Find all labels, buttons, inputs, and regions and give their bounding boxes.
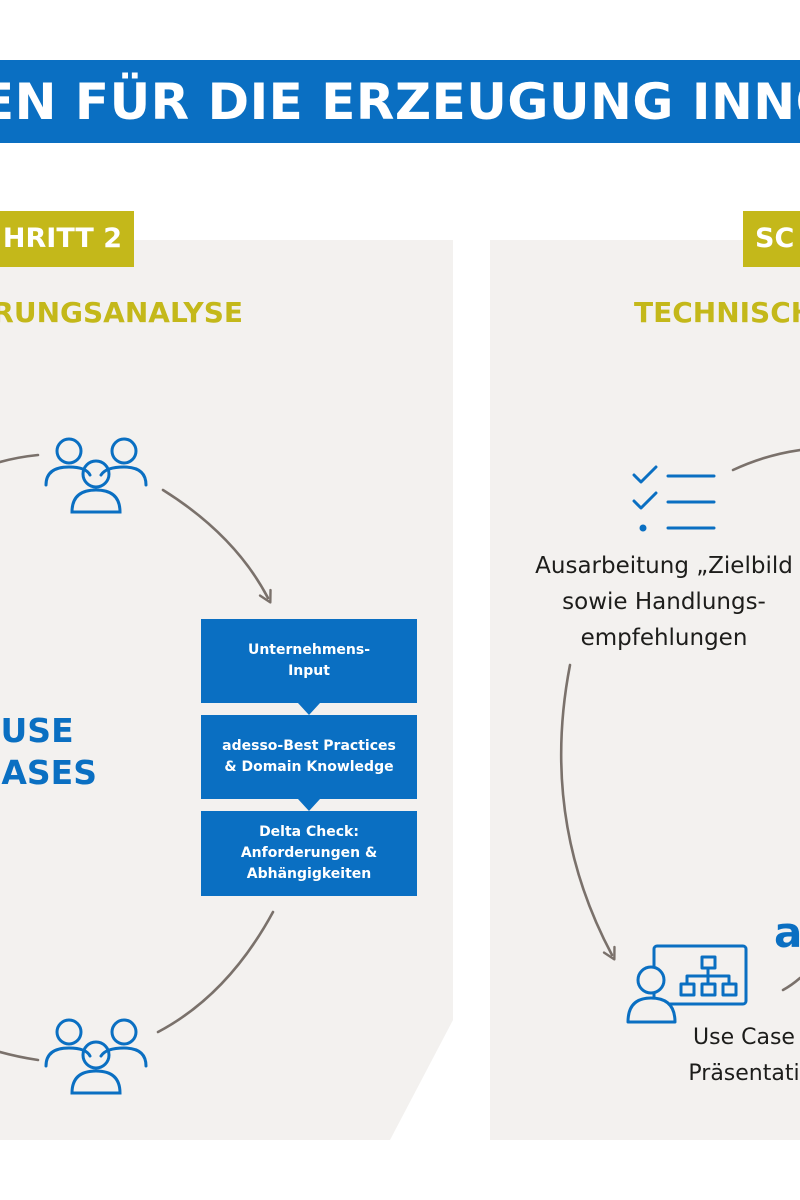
presentation-icon <box>626 944 748 1024</box>
use-cases-line-2: CASES <box>0 753 97 792</box>
box-1-line-1: Unternehmens- <box>247 642 371 658</box>
use-cases-label: USE CASES <box>0 710 97 794</box>
box-2-pointer <box>298 799 320 811</box>
presentation-line-2: Präsentati <box>688 1061 800 1086</box>
use-case-presentation-label: Use Case Präsentati <box>664 1020 800 1092</box>
target-desc-line-2: sowie Handlungs- <box>562 589 766 615</box>
box-3-line-2: Anforderungen & <box>240 845 378 861</box>
target-desc-line-3: empfehlungen <box>580 625 748 651</box>
cycle-arrow-bottom-left <box>0 1050 40 1062</box>
step-2-tag: HRITT 2 <box>0 211 134 267</box>
target-picture-description: Ausarbeitung „Zielbild sowie Handlungs- … <box>509 548 800 656</box>
banner-title: EN FÜR DIE ERZEUGUNG INNOVAT <box>0 73 800 131</box>
box-3-line-1: Delta Check: <box>259 824 359 840</box>
step-3-heading: TECHNISCH <box>634 296 800 329</box>
cycle-arrow-top-right <box>161 488 268 598</box>
target-desc-line-1: Ausarbeitung „Zielbild <box>535 553 793 579</box>
adesso-logo-fragment: a <box>774 908 800 957</box>
cycle-arrow-right-top <box>731 448 800 472</box>
title-banner: EN FÜR DIE ERZEUGUNG INNOVAT <box>0 60 800 143</box>
box-2-line-2: & Domain Knowledge <box>224 759 394 775</box>
step-3-tag: SC <box>743 211 800 267</box>
people-group-icon <box>44 1018 148 1095</box>
step-3-tag-label: SC <box>755 223 795 254</box>
process-box-best-practices: adesso-Best Practices & Domain Knowledge <box>201 715 417 799</box>
cycle-arrow-right-down <box>559 663 612 955</box>
step-2-tag-label: HRITT 2 <box>2 223 122 254</box>
process-box-delta-check: Delta Check: Anforderungen & Abhängigkei… <box>201 811 417 896</box>
process-box-company-input: Unternehmens- Input <box>201 619 417 703</box>
checklist-icon <box>632 465 716 532</box>
box-3-line-3: Abhängigkeiten <box>246 866 372 882</box>
box-1-pointer <box>298 703 320 715</box>
cycle-arrow-bottom-right <box>156 910 275 1034</box>
box-2-line-1: adesso-Best Practices <box>222 738 396 754</box>
presentation-line-1: Use Case <box>693 1025 795 1050</box>
cycle-arrow-right-bottom <box>781 976 800 992</box>
use-cases-line-1: USE <box>0 711 74 750</box>
people-group-icon <box>44 437 148 514</box>
box-1-line-2: Input <box>288 663 330 679</box>
step-2-heading: RUNGSANALYSE <box>0 296 243 329</box>
cycle-arrow-top-left <box>0 453 40 464</box>
